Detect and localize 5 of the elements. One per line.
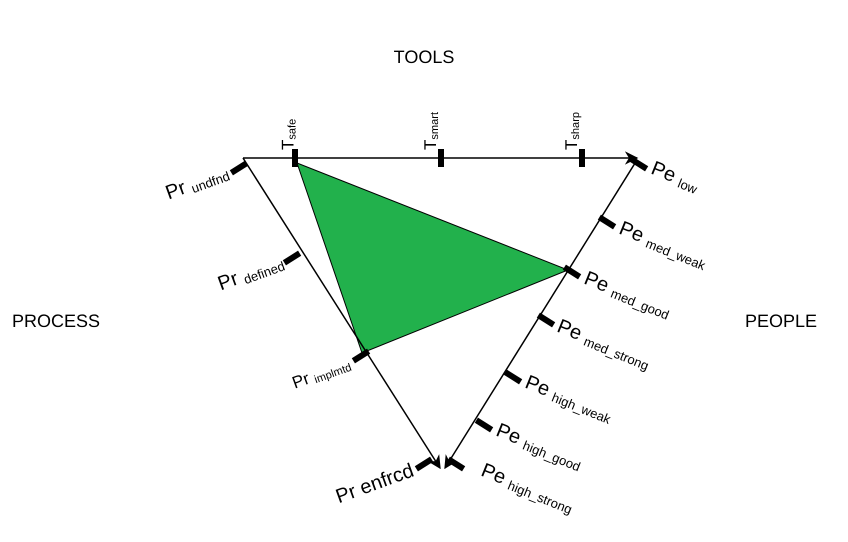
axis-title: PROCESS: [12, 312, 100, 332]
axis-title: PEOPLE: [745, 312, 818, 332]
tick-label: Pr enfrcd: [332, 460, 417, 508]
tick-label: Pe $_{low}$: [648, 157, 700, 198]
axis-title: TOOLS: [394, 48, 454, 68]
